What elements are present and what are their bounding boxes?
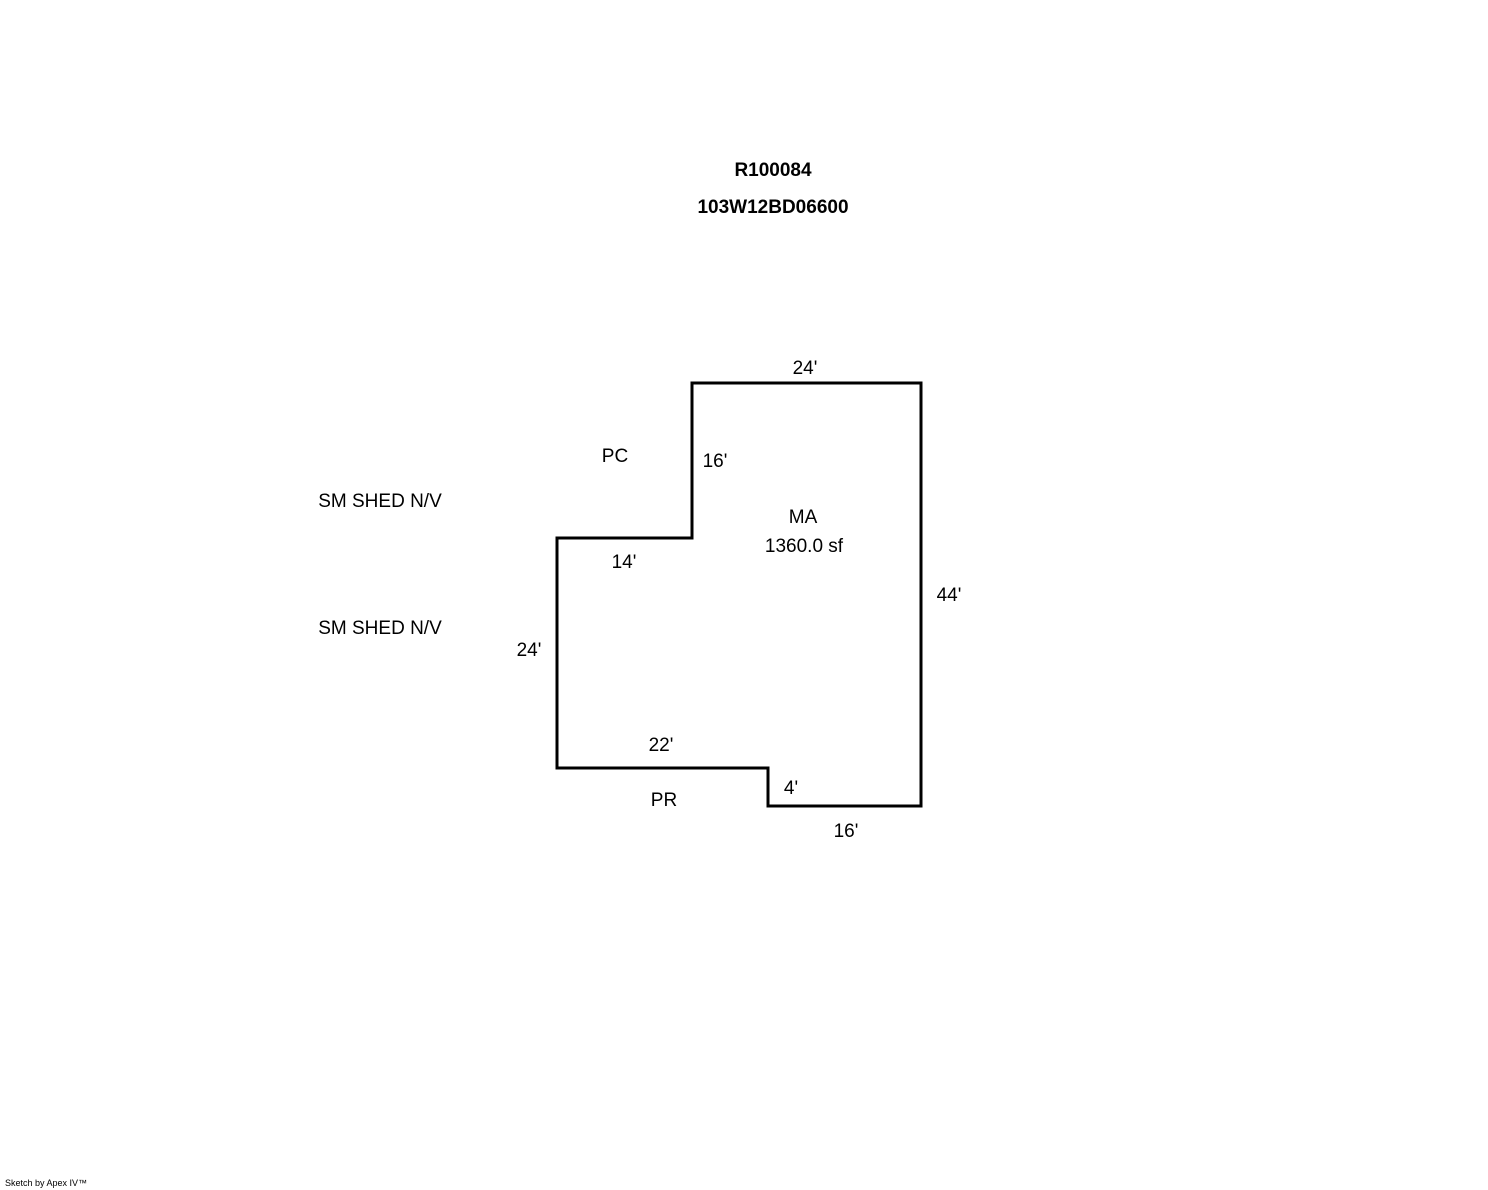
sketch-credit: Sketch by Apex IV™	[5, 1178, 88, 1188]
building-outline	[555, 381, 923, 808]
dim-bottom-right: 16'	[834, 821, 859, 842]
area-size: 1360.0 sf	[765, 536, 844, 557]
dim-notch-step: 4'	[784, 778, 798, 799]
parcel-id: 103W12BD06600	[697, 197, 849, 218]
dim-inner-vertical: 16'	[703, 451, 728, 472]
dim-bottom-left: 22'	[649, 735, 674, 756]
annotation-pr: PR	[651, 790, 677, 811]
annotation-pc: PC	[602, 446, 628, 467]
dim-inner-horizontal: 14'	[612, 552, 637, 573]
dim-top: 24'	[793, 358, 818, 379]
annotation-shed-2: SM SHED N/V	[318, 618, 442, 639]
area-code: MA	[789, 507, 818, 528]
record-id: R100084	[734, 160, 812, 181]
dim-right: 44'	[937, 585, 962, 606]
dim-left: 24'	[517, 640, 542, 661]
annotation-shed-1: SM SHED N/V	[318, 491, 442, 512]
